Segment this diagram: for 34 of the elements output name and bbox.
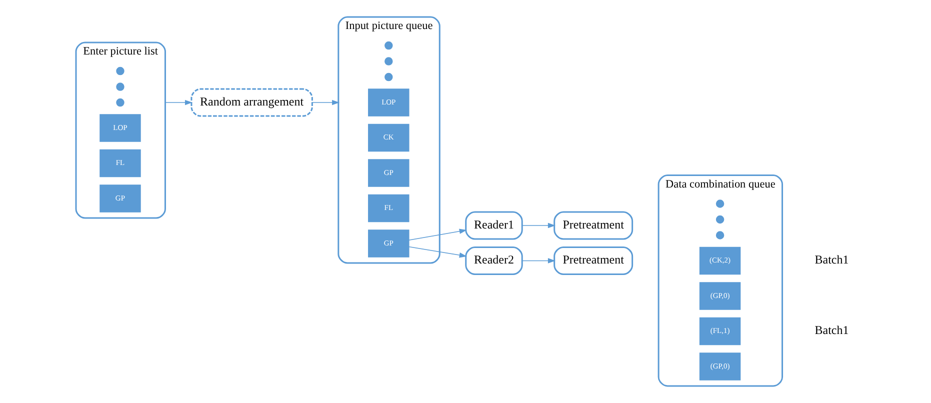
- node-box: (FL,1): [699, 317, 741, 346]
- arrow: [408, 246, 467, 258]
- node-circle: [116, 98, 124, 107]
- arrow: [164, 100, 192, 106]
- node-box: Pretreatment: [554, 211, 634, 240]
- label: Batch1: [814, 323, 849, 338]
- node-box: (CK,2): [699, 246, 741, 275]
- node-box: (GP,0): [699, 352, 741, 380]
- label: Batch1: [814, 252, 849, 267]
- node-box: (GP,0): [699, 282, 741, 310]
- node-circle: [384, 41, 393, 50]
- node-box: Random arrangement: [190, 88, 313, 117]
- node-box: Reader1: [465, 211, 523, 240]
- node-box: LOP: [100, 114, 141, 142]
- node-box: GP: [368, 159, 410, 187]
- node-box: Reader2: [465, 246, 523, 275]
- node-circle: [116, 82, 124, 91]
- node-box: FL: [368, 194, 410, 222]
- node-circle: [716, 200, 724, 208]
- node-circle: [716, 231, 724, 240]
- node-circle: [384, 72, 393, 82]
- node-box: GP: [100, 184, 141, 212]
- node-box: LOP: [368, 88, 410, 116]
- arrow: [312, 100, 340, 106]
- node-box: Pretreatment: [554, 246, 634, 275]
- arrow: [408, 228, 467, 240]
- arrow: [522, 258, 556, 264]
- node-circle: [384, 57, 393, 66]
- node-box: GP: [368, 230, 410, 258]
- node-circle: [116, 66, 124, 76]
- arrow: [522, 222, 556, 228]
- node-box: CK: [368, 124, 410, 152]
- node-box: FL: [100, 149, 141, 178]
- node-circle: [716, 215, 724, 224]
